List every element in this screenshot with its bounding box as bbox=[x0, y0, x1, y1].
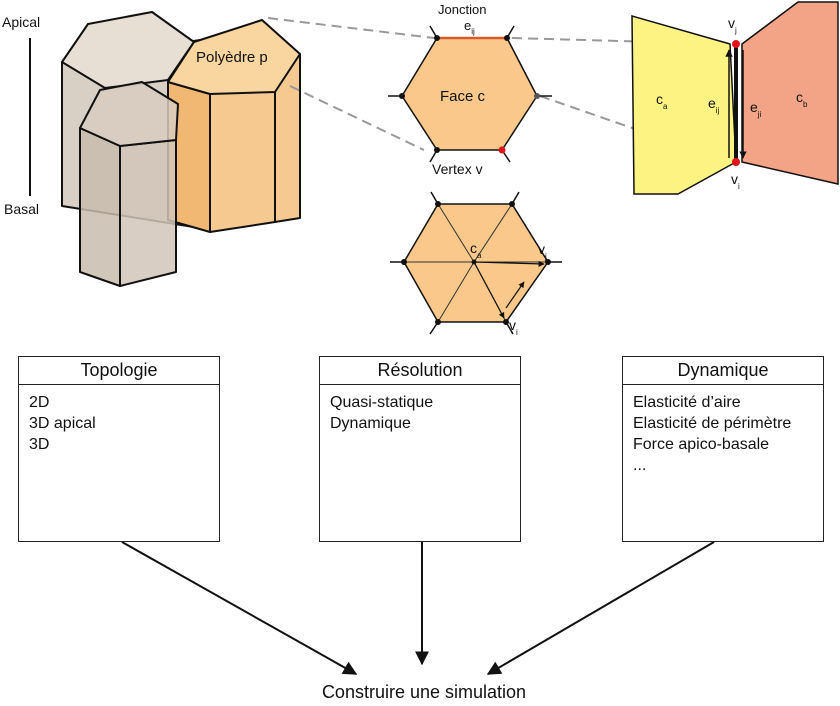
build-simulation-label: Construire une simulation bbox=[322, 682, 526, 702]
list-item: ... bbox=[633, 457, 647, 474]
topology-title: Topologie bbox=[19, 357, 219, 385]
apical-basal-axis: Apical Basal bbox=[2, 14, 40, 217]
zoom-vj-label: vj bbox=[728, 15, 737, 35]
cell-cb bbox=[741, 1, 839, 185]
prism-cluster: Polyèdre p bbox=[61, 11, 301, 287]
list-item: 3D bbox=[29, 436, 50, 453]
zoom-cb-label: cb bbox=[796, 89, 808, 109]
edge-zoom: vj vi ca cb eij eji bbox=[631, 1, 839, 195]
zoom-ca-label: ca bbox=[656, 91, 668, 111]
topology-box: Topologie 2D 3D apical 3D bbox=[18, 356, 220, 542]
edge-eij-label: eij bbox=[464, 18, 475, 36]
vertex-vj-dot bbox=[732, 40, 740, 48]
apical-label: Apical bbox=[2, 14, 40, 30]
list-item: 3D apical bbox=[29, 415, 96, 432]
zoom-eji-label: eji bbox=[750, 99, 762, 119]
triangulated-hexagon: ca vj vi bbox=[390, 191, 562, 337]
topology-list: 2D 3D apical 3D bbox=[19, 385, 219, 455]
list-item: 2D bbox=[29, 394, 50, 411]
arrow-topology bbox=[121, 541, 358, 675]
face-c-label: Face c bbox=[440, 88, 486, 105]
vj-label: vj bbox=[538, 241, 547, 261]
dynamics-box: Dynamique Elasticité d’aire Elasticité d… bbox=[622, 356, 824, 542]
convergence-arrows bbox=[121, 541, 715, 675]
vi-label: vi bbox=[509, 317, 518, 337]
cell-ca bbox=[631, 15, 737, 195]
dynamics-title: Dynamique bbox=[623, 357, 823, 385]
list-item: Elasticité d’aire bbox=[633, 394, 741, 411]
zoom-eij-label: eij bbox=[708, 95, 720, 115]
front-prism bbox=[79, 81, 179, 287]
list-item: Quasi-statique bbox=[330, 394, 434, 411]
basal-label: Basal bbox=[4, 201, 39, 217]
polyhedron-label: Polyèdre p bbox=[196, 49, 268, 66]
arrow-dynamics bbox=[486, 541, 715, 675]
resolution-title: Résolution bbox=[320, 357, 520, 385]
vertex-vi-dot bbox=[732, 158, 740, 166]
list-item: Dynamique bbox=[330, 415, 411, 432]
face-hexagon: Jonction eij Face c Vertex v bbox=[388, 2, 552, 177]
list-item: Force apico-basale bbox=[633, 436, 770, 453]
polyhedron-p: Polyèdre p bbox=[167, 19, 301, 233]
junction-label: Jonction bbox=[438, 2, 486, 17]
vertex-v-label: Vertex v bbox=[432, 161, 483, 177]
resolution-box: Résolution Quasi-statique Dynamique bbox=[319, 356, 521, 542]
dynamics-list: Elasticité d’aire Elasticité de périmètr… bbox=[623, 385, 823, 476]
list-item: Elasticité de périmètre bbox=[633, 415, 792, 432]
zoom-vi-label: vi bbox=[731, 171, 740, 191]
resolution-list: Quasi-statique Dynamique bbox=[320, 385, 520, 434]
vertex-v-dot bbox=[498, 146, 506, 154]
ca-label: ca bbox=[470, 240, 482, 260]
